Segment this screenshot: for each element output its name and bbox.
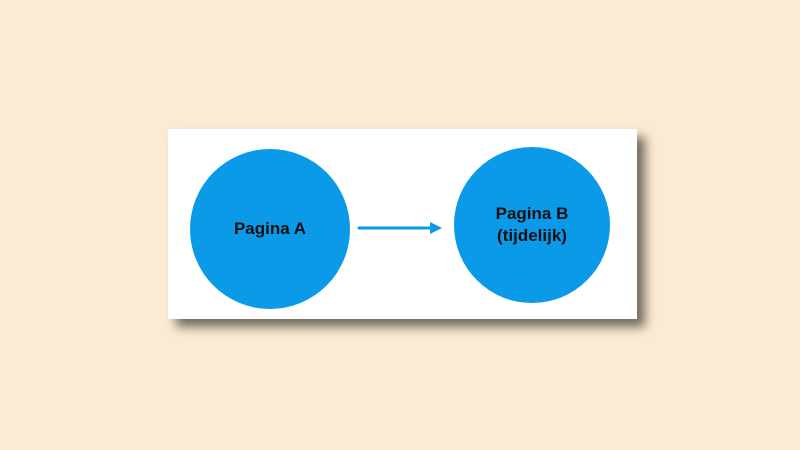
node-pagina-a: Pagina A: [190, 149, 350, 309]
node-pagina-b-label: Pagina B (tijdelijk): [495, 204, 569, 245]
node-pagina-b: Pagina B (tijdelijk): [454, 147, 610, 303]
diagram-card: Pagina A Pagina B (tijdelijk): [168, 129, 637, 319]
node-pagina-a-label: Pagina A: [233, 219, 307, 238]
arrow-right-icon: [357, 222, 442, 234]
arrow-head: [430, 222, 442, 234]
